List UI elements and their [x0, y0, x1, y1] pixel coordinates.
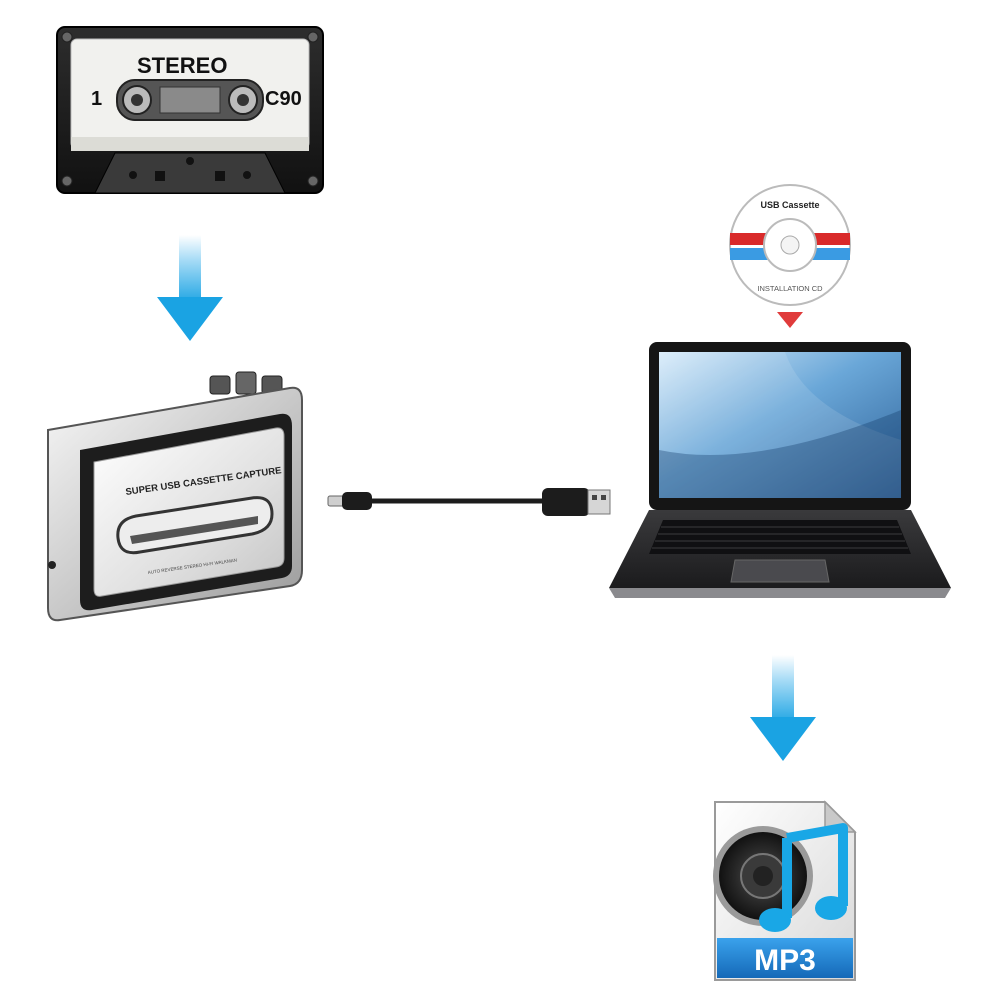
cassette-stereo-label: STEREO	[137, 53, 227, 78]
usb-cable-icon	[327, 488, 611, 516]
laptop-icon	[609, 342, 951, 598]
arrow-down-icon	[750, 655, 816, 761]
mp3-label: MP3	[754, 944, 816, 977]
cd-footer: INSTALLATION CD	[757, 284, 823, 293]
mp3-file-icon: MP3	[713, 800, 857, 981]
cd-title: USB Cassette	[760, 200, 819, 210]
cassette-type-label: C90	[265, 88, 302, 110]
cassette-side-label: 1	[91, 88, 102, 110]
arrow-down-icon	[157, 235, 223, 341]
cassette-player-icon: SUPER USB CASSETTE CAPTURE AUTO REVERSE …	[47, 371, 303, 622]
installation-cd-icon: USB Cassette INSTALLATION CD	[729, 184, 851, 328]
cassette-tape-icon: STEREO 1 C90	[56, 26, 324, 194]
